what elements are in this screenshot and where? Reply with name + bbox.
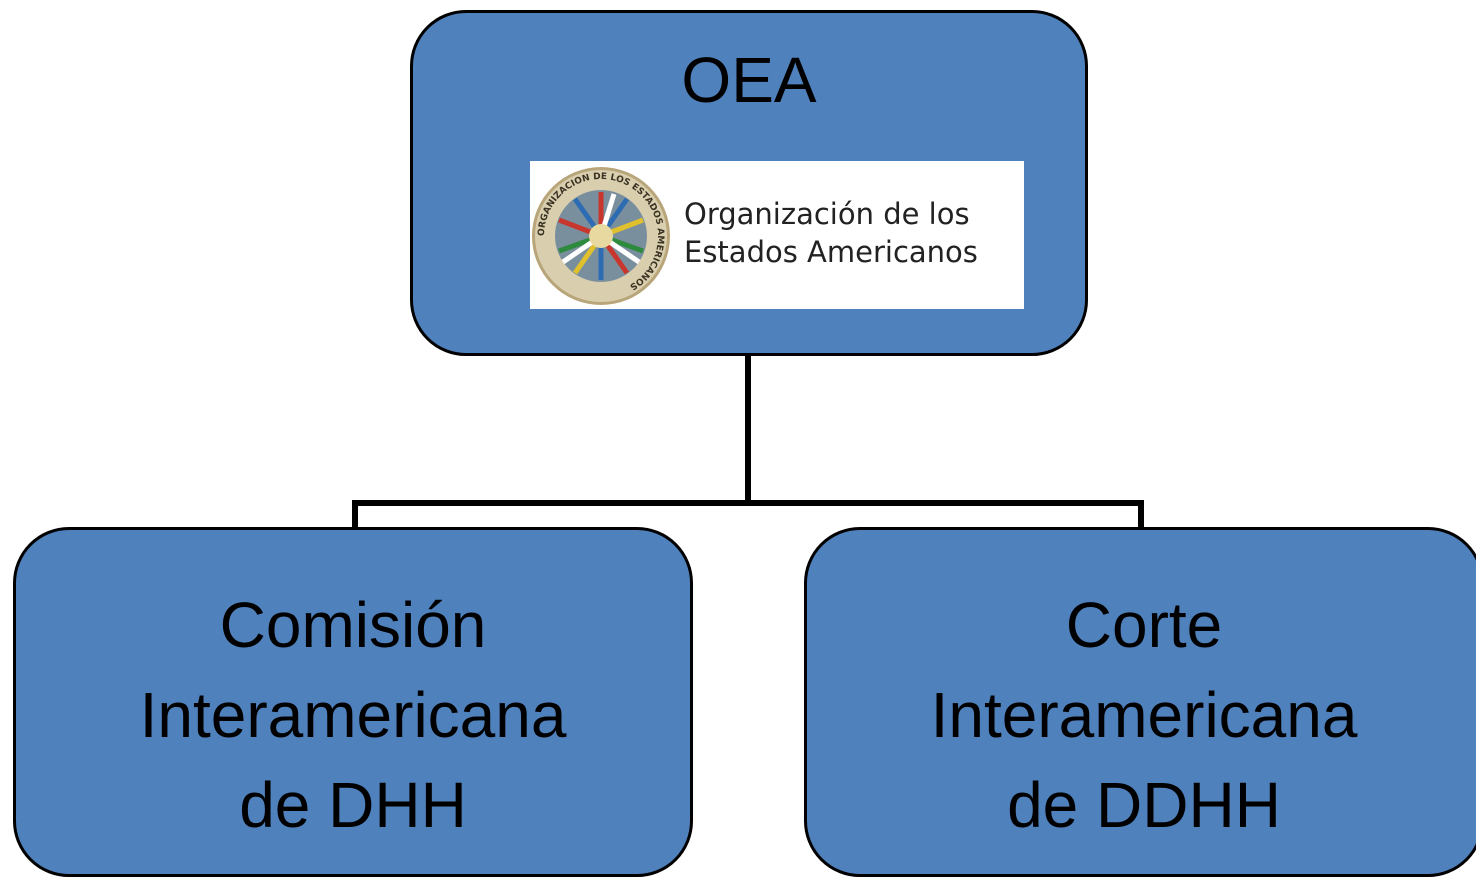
oea-logo-text: Organización de los Estados Americanos xyxy=(684,195,978,271)
oea-logo-line-1: Organización de los xyxy=(684,197,970,231)
node-corte-label: Corte Interamericana de DDHH xyxy=(807,580,1476,850)
node-oea: OEA xyxy=(410,10,1088,356)
node-corte-line-1: Corte xyxy=(1065,589,1223,661)
node-comision: Comisión Interamericana de DHH xyxy=(13,527,693,877)
node-corte-line-3: de DDHH xyxy=(1007,769,1281,841)
oea-logo-line-2: Estados Americanos xyxy=(684,235,978,269)
oas-seal-icon: ORGANIZACION DE LOS ESTADOS AMERICANOS xyxy=(532,167,670,305)
node-corte: Corte Interamericana de DDHH xyxy=(804,527,1476,877)
node-comision-line-2: Interamericana xyxy=(139,679,567,751)
node-comision-line-3: de DHH xyxy=(239,769,467,841)
node-comision-label: Comisión Interamericana de DHH xyxy=(16,580,690,850)
node-corte-line-2: Interamericana xyxy=(930,679,1358,751)
node-oea-title: OEA xyxy=(681,44,817,116)
oea-logo: ORGANIZACION DE LOS ESTADOS AMERICANOS O… xyxy=(530,161,1024,309)
node-comision-line-1: Comisión xyxy=(219,589,487,661)
